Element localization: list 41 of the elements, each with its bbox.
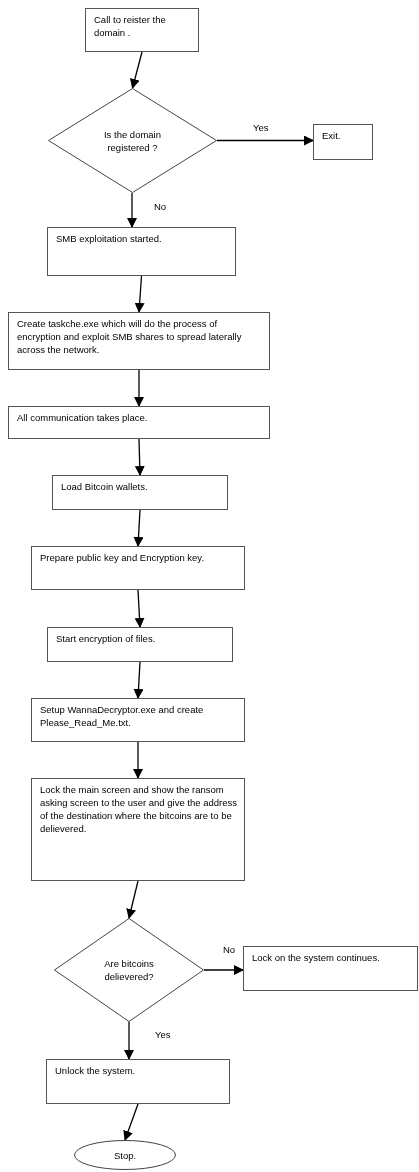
process-box <box>8 312 270 370</box>
process-box <box>31 778 245 881</box>
process-box <box>52 475 228 510</box>
node-text: Create taskche.exe which will do the process of encryption and exploit SMB shares to spread laterally across the network. <box>17 317 243 356</box>
arrow <box>216 135 314 146</box>
node-text: Unlock the system. <box>55 1064 137 1077</box>
process-box <box>47 627 233 662</box>
node-text: Lock the main screen and show the ransom asking screen to the user and give the address of the destination where the bitcoins are to be delievered. <box>40 783 238 835</box>
arrow <box>129 51 143 89</box>
process-box <box>243 946 418 991</box>
node-text: Lock on the system continues. <box>252 951 381 964</box>
node-text: Load Bitcoin wallets. <box>61 480 149 493</box>
node-text: Setup WannaDecryptor.exe and create Please_Read_Me.txt. <box>40 703 205 729</box>
arrow <box>133 509 144 547</box>
arrow <box>124 1021 134 1060</box>
end-box <box>313 124 373 160</box>
node-text: Is the domain registered ? <box>102 127 162 154</box>
process-box <box>8 406 270 439</box>
node-text: Start encryption of files. <box>56 632 157 645</box>
arrow <box>134 589 145 628</box>
arrow <box>127 192 137 228</box>
node-text: Prepare public key and Encryption key. <box>40 551 206 564</box>
arrow <box>133 661 144 699</box>
node-text: All communication takes place. <box>17 411 149 424</box>
arrow <box>203 965 244 975</box>
arrow <box>133 741 143 779</box>
arrow <box>134 438 145 476</box>
arrow <box>126 880 139 919</box>
node-text: Are bitcoins delievered? <box>103 957 155 983</box>
process-box <box>47 227 236 276</box>
node-text: Stop. <box>113 1148 137 1162</box>
node-text: Exit. <box>322 129 342 142</box>
arrow <box>134 275 145 313</box>
arrow <box>123 1103 139 1141</box>
process-box <box>31 546 245 590</box>
arrow <box>134 369 144 407</box>
process-box <box>31 698 245 742</box>
node-text: SMB exploitation started. <box>56 232 163 245</box>
process-box <box>85 8 199 52</box>
process-box <box>46 1059 230 1104</box>
node-text: Call to reister the domain . <box>94 13 167 39</box>
